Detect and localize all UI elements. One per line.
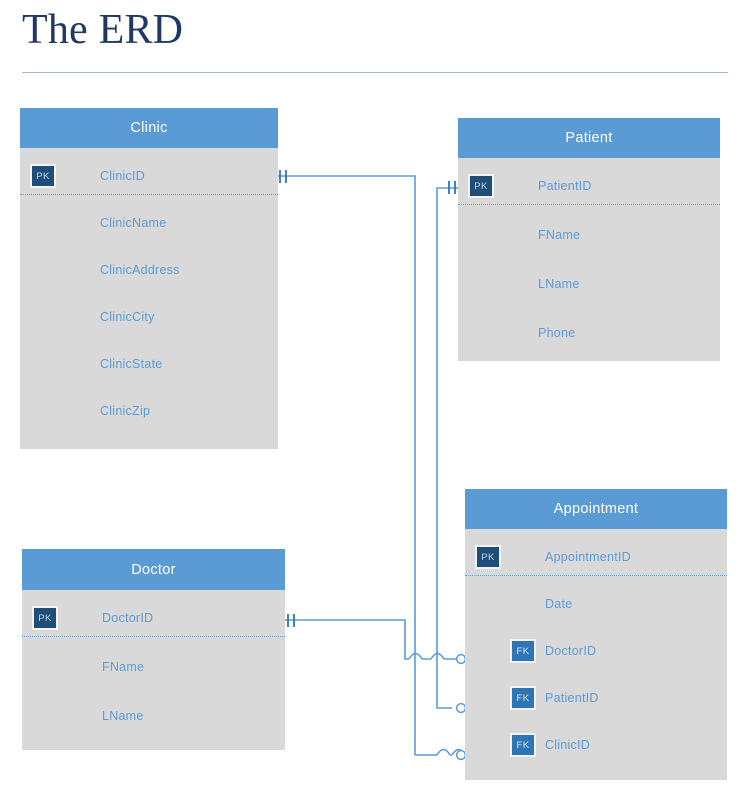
- entity-header-doctor: Doctor: [22, 549, 285, 590]
- attribute-row[interactable]: FK PatientID: [465, 686, 727, 710]
- fk-badge-appointment-3: FK: [510, 686, 536, 710]
- cardinality-one-patient: [448, 181, 456, 194]
- connector-patient-appointment: [436, 187, 458, 709]
- attribute-label: PatientID: [545, 691, 599, 705]
- pk-badge-clinic-0: PK: [30, 164, 56, 188]
- attribute-label: ClinicID: [100, 169, 146, 183]
- entity-header-appointment: Appointment: [465, 489, 727, 529]
- attribute-label: PatientID: [538, 179, 592, 193]
- attribute-row[interactable]: ClinicName: [20, 211, 278, 235]
- title-divider: [22, 72, 728, 73]
- pk-separator-clinic: [20, 194, 278, 195]
- attribute-row[interactable]: Phone: [458, 321, 720, 345]
- attribute-row[interactable]: ClinicCity: [20, 305, 278, 329]
- fk-badge-appointment-2: FK: [510, 639, 536, 663]
- attribute-label: ClinicCity: [100, 310, 155, 324]
- attribute-row[interactable]: FK ClinicID: [465, 733, 727, 757]
- pk-separator-patient: [458, 204, 720, 205]
- attribute-row[interactable]: ClinicState: [20, 352, 278, 376]
- pk-badge-doctor-0: PK: [32, 606, 58, 630]
- cardinality-one-doctor: [287, 614, 295, 627]
- attribute-row[interactable]: PK ClinicID: [20, 164, 278, 188]
- cardinality-one-clinic: [279, 170, 287, 183]
- attribute-label: FName: [538, 228, 581, 242]
- connector-clinic-appointment: [278, 175, 466, 756]
- attribute-label: ClinicAddress: [100, 263, 180, 277]
- connector-doctor-appointment: [285, 619, 458, 660]
- attribute-label: FName: [102, 660, 145, 674]
- page-title: The ERD: [22, 7, 184, 53]
- pk-badge-patient-0: PK: [468, 174, 494, 198]
- attribute-label: ClinicState: [100, 357, 163, 371]
- pk-separator-appointment: [465, 575, 727, 576]
- pk-separator-doctor: [22, 636, 285, 637]
- fk-badge-appointment-4: FK: [510, 733, 536, 757]
- attribute-row[interactable]: ClinicAddress: [20, 258, 278, 282]
- attribute-row[interactable]: PK DoctorID: [22, 606, 285, 630]
- attribute-label: Date: [545, 597, 573, 611]
- entity-header-patient: Patient: [458, 118, 720, 158]
- attribute-row[interactable]: FName: [458, 223, 720, 247]
- attribute-row[interactable]: LName: [22, 704, 285, 728]
- attribute-label: DoctorID: [102, 611, 154, 625]
- attribute-label: DoctorID: [545, 644, 597, 658]
- attribute-row[interactable]: FK DoctorID: [465, 639, 727, 663]
- pk-badge-appointment-0: PK: [475, 545, 501, 569]
- attribute-label: LName: [102, 709, 144, 723]
- attribute-label: LName: [538, 277, 580, 291]
- attribute-label: ClinicName: [100, 216, 167, 230]
- attribute-row[interactable]: LName: [458, 272, 720, 296]
- attribute-row[interactable]: PK PatientID: [458, 174, 720, 198]
- attribute-label: Phone: [538, 326, 576, 340]
- attribute-row[interactable]: FName: [22, 655, 285, 679]
- attribute-row[interactable]: PK AppointmentID: [465, 545, 727, 569]
- attribute-row[interactable]: ClinicZip: [20, 399, 278, 423]
- attribute-label: ClinicZip: [100, 404, 151, 418]
- attribute-label: AppointmentID: [545, 550, 631, 564]
- attribute-row[interactable]: Date: [465, 592, 727, 616]
- attribute-label: ClinicID: [545, 738, 591, 752]
- entity-header-clinic: Clinic: [20, 108, 278, 148]
